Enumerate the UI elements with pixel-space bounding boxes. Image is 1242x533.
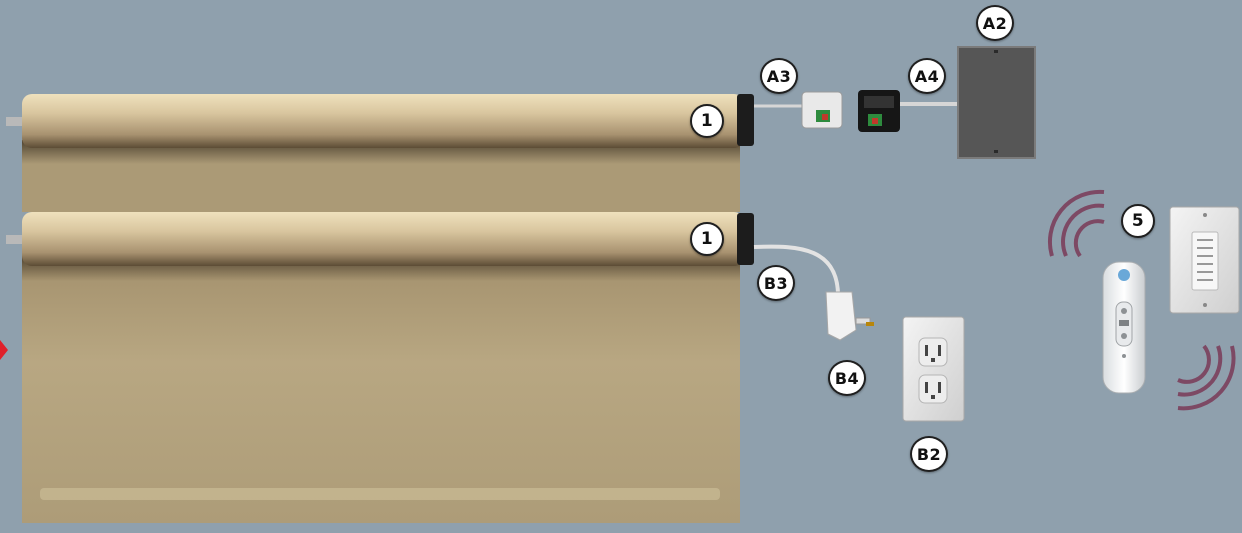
a3-connector <box>801 91 843 129</box>
bottom-roller-pin <box>6 235 24 244</box>
lower-shade-hembar <box>40 488 720 500</box>
label-motor-top: 1 <box>690 104 724 138</box>
label-b3: B3 <box>757 265 795 301</box>
b2-outlet <box>902 316 965 422</box>
a4-connector <box>858 90 900 132</box>
label-motor-bottom: 1 <box>690 222 724 256</box>
b4-plug <box>825 291 874 341</box>
remote-control <box>1102 261 1146 394</box>
lower-shade-fabric <box>22 255 740 523</box>
wall-keypad <box>1169 206 1240 314</box>
label-a4: A4 <box>908 58 946 94</box>
bottom-motor-head <box>737 213 754 265</box>
top-motor-head <box>737 94 754 146</box>
signal-waves-lower-icon <box>1177 344 1236 411</box>
label-a3: A3 <box>760 58 798 94</box>
top-roller-pin <box>6 117 24 126</box>
label-b2: B2 <box>910 436 948 472</box>
label-b4: B4 <box>828 360 866 396</box>
top-roller-tube <box>22 94 744 148</box>
label-5: 5 <box>1121 204 1155 238</box>
cable-motor-to-b4 <box>753 244 841 301</box>
bottom-roller-tube <box>22 212 744 266</box>
signal-waves-upper-icon <box>1048 189 1105 258</box>
a2-power-panel <box>957 46 1036 159</box>
red-arrow-icon <box>0 340 8 360</box>
label-a2: A2 <box>976 5 1014 41</box>
